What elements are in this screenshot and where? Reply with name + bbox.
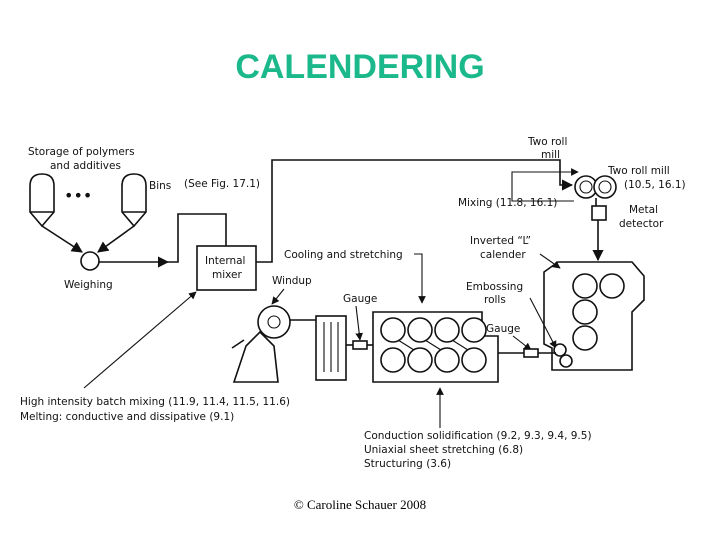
high-intensity-label-line2: Melting: conductive and dissipative (9.1… [20,411,234,423]
see-fig-label: (See Fig. 17.1) [184,178,260,190]
storage-label-line1: Storage of polymers [28,146,135,158]
high-intensity-label-line1: High intensity batch mixing (11.9, 11.4,… [20,396,290,408]
gauge-left-label: Gauge [343,293,377,305]
cooling-label: Cooling and stretching [284,249,403,261]
inverted-l-label-line2: calender [480,249,526,261]
mill-roll-right [593,175,617,199]
bins-label: Bins [149,180,171,192]
embossing-label-line1: Embossing [466,281,523,293]
weighing-label: Weighing [64,279,113,291]
metal-detector-label-line2: detector [619,218,664,230]
windup-roll [257,305,291,339]
festoon-box [315,315,347,381]
internal-mixer-label-line1: Internal [205,255,245,267]
page-title: CALENDERING [235,48,485,86]
storage-bins [29,173,147,228]
conduction-label-line3: Structuring (3.6) [364,458,451,470]
conduction-label-line1: Conduction solidification (9.2, 9.3, 9.4… [364,430,592,442]
windup-label: Windup [272,275,312,287]
two-roll-mill-label: Two roll mill [607,165,670,177]
mixing-label: Mixing (11.8, 16.1) [458,197,557,209]
embossing-label-line2: rolls [484,294,506,306]
storage-label-line2: and additives [50,160,121,172]
metal-detector-label-line1: Metal [629,204,658,216]
cooling-frame [372,311,499,383]
inverted-l-label-line1: Inverted “L” [470,235,531,247]
metal-detector [591,205,607,221]
copyright-footer: © Caroline Schauer 2008 [293,497,427,512]
internal-mixer-label-line2: mixer [212,269,242,281]
internal-mixer-box [196,245,257,291]
weighing-circle [80,251,100,271]
conduction-label-line2: Uniaxial sheet stretching (6.8) [364,444,523,456]
bins-dots: ••• [64,186,92,205]
gauge-right-label: Gauge [486,323,520,335]
two-roll-mill-top-label-line2: mill [541,149,560,161]
two-roll-mill-ref: (10.5, 16.1) [624,179,686,191]
two-roll-mill-top-label-line1: Two roll [527,136,567,148]
calender-frame [543,261,645,371]
